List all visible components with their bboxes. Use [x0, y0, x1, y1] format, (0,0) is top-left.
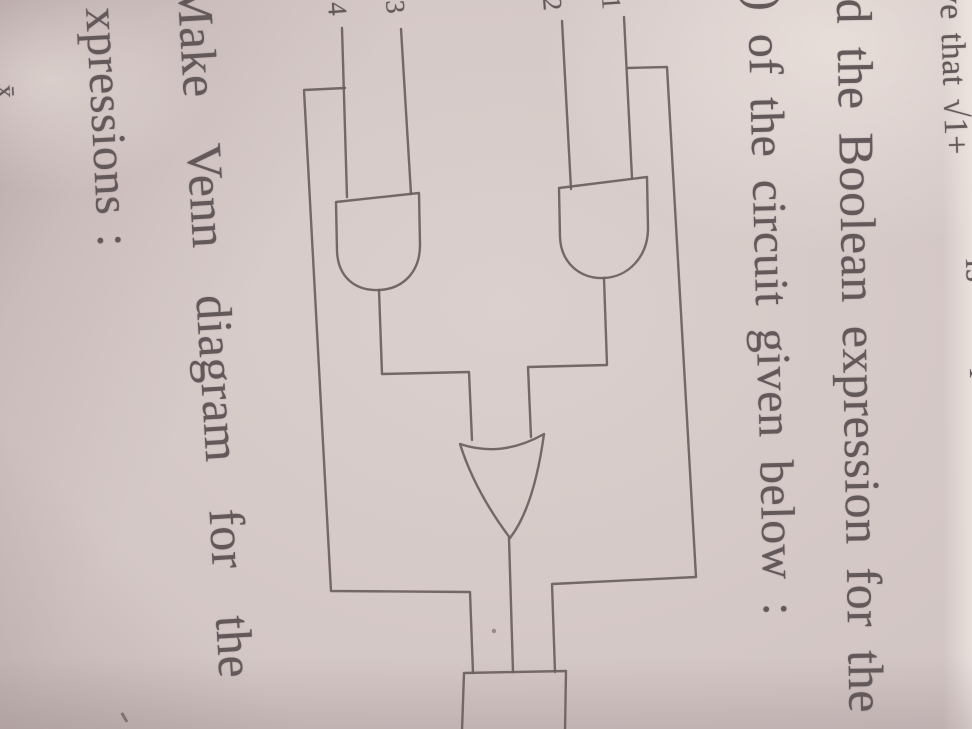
wire-or-output	[507, 536, 515, 674]
circuit-wires	[302, 15, 698, 675]
wire-input-4	[340, 26, 349, 199]
input-label-3: 3	[380, 0, 411, 15]
wire-bypass-input-4	[302, 86, 475, 675]
text-line-previous-question: ve that √1+	[932, 0, 972, 156]
input-label-1: 1	[596, 0, 627, 11]
wire-bypass-input-1	[550, 65, 698, 674]
and-gate-inputs-3-4	[334, 191, 422, 292]
wire-input-1	[622, 15, 634, 180]
ink-speck	[491, 628, 497, 634]
output-box	[460, 669, 568, 729]
or-gate	[458, 432, 546, 540]
wire-input-2	[560, 19, 573, 191]
text-line-boolean-expression: d the Boolean expression for the	[826, 0, 895, 714]
input-label-2: 2	[537, 0, 568, 12]
wire-and34-to-or	[377, 288, 474, 442]
wire-and12-to-or	[526, 276, 609, 439]
and-gate-inputs-1-2	[557, 175, 650, 280]
wire-input-3	[399, 27, 413, 196]
input-label-4: 4	[322, 1, 353, 17]
math-fragment-x-bar: x̄	[0, 84, 22, 100]
